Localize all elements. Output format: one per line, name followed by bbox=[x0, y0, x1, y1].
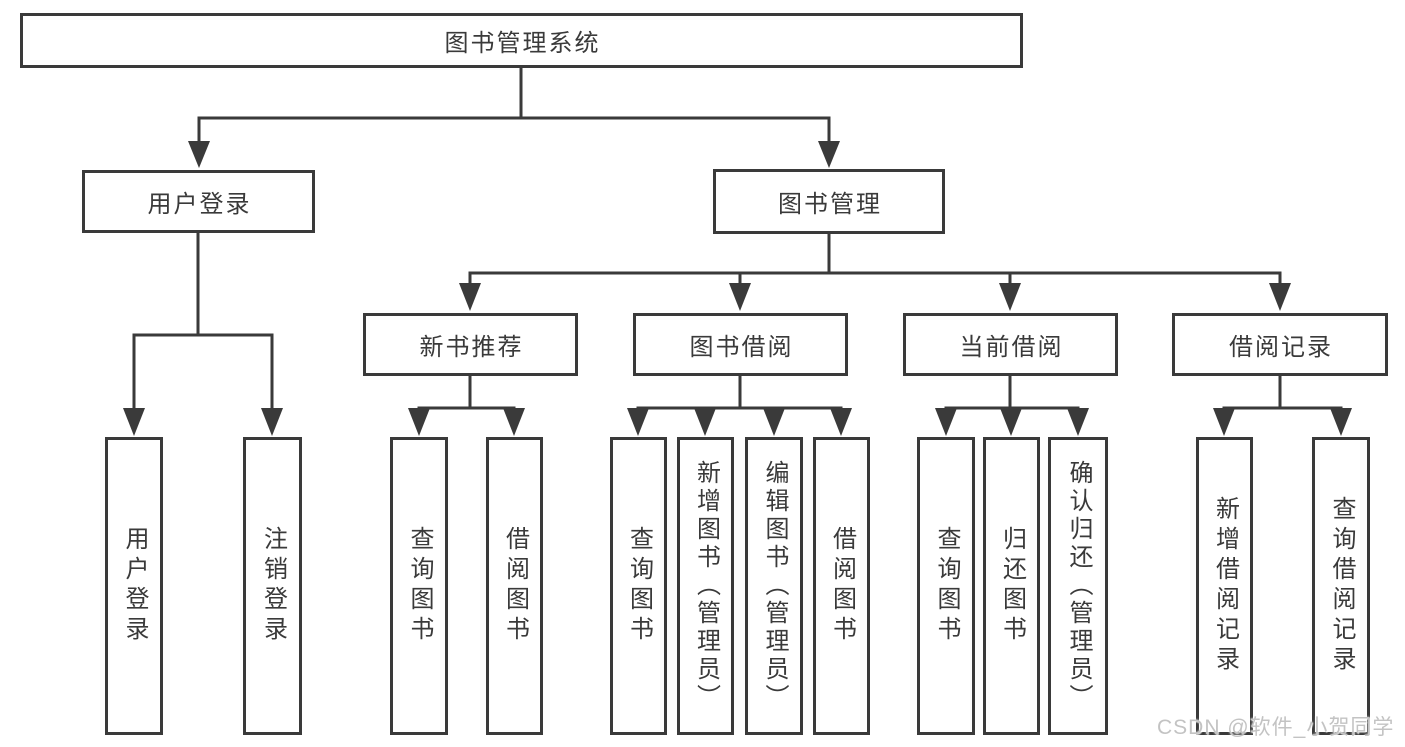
node-borrow-records-label: 借阅记录 bbox=[1229, 334, 1333, 361]
node-book-management: 图书管理 bbox=[713, 169, 945, 234]
leaf-query-borrow-record-label: 查询借阅记录 bbox=[1328, 496, 1355, 676]
leaf-query-book-new-label: 查询图书 bbox=[406, 526, 433, 646]
node-book-management-label: 图书管理 bbox=[778, 191, 882, 218]
watermark-text: CSDN @软件_小贺同学 bbox=[1157, 716, 1395, 739]
leaf-confirm-return-admin-label: 确认归还（管理员） bbox=[1065, 460, 1092, 712]
leaf-query-borrow-record: 查询借阅记录 bbox=[1312, 437, 1370, 735]
leaf-add-borrow-record-label: 新增借阅记录 bbox=[1211, 496, 1239, 676]
node-root-label: 图书管理系统 bbox=[444, 30, 601, 57]
leaf-confirm-return-admin: 确认归还（管理员） bbox=[1048, 437, 1108, 735]
leaf-add-borrow-record: 新增借阅记录 bbox=[1196, 437, 1253, 735]
node-new-book-recommend-label: 新书推荐 bbox=[419, 334, 524, 361]
leaf-query-book-new: 查询图书 bbox=[390, 437, 448, 735]
leaf-borrow-book-new: 借阅图书 bbox=[486, 437, 543, 735]
leaf-user-login-label: 用户登录 bbox=[121, 526, 148, 646]
leaf-query-book-borrow: 查询图书 bbox=[610, 437, 667, 735]
leaf-add-book-admin: 新增图书（管理员） bbox=[677, 437, 734, 735]
leaf-borrow-book-new-label: 借阅图书 bbox=[501, 526, 529, 646]
node-book-borrow-label: 图书借阅 bbox=[689, 334, 794, 361]
node-current-borrow-label: 当前借阅 bbox=[959, 334, 1064, 361]
leaf-return-book-label: 归还图书 bbox=[998, 526, 1026, 646]
leaf-query-book-borrow-label: 查询图书 bbox=[625, 526, 653, 646]
node-book-borrow: 图书借阅 bbox=[633, 313, 848, 376]
node-borrow-records: 借阅记录 bbox=[1172, 313, 1388, 376]
leaf-edit-book-admin: 编辑图书（管理员） bbox=[745, 437, 803, 735]
leaf-logout: 注销登录 bbox=[243, 437, 302, 735]
leaf-query-book-current: 查询图书 bbox=[917, 437, 975, 735]
node-root: 图书管理系统 bbox=[20, 13, 1023, 68]
node-new-book-recommend: 新书推荐 bbox=[363, 313, 578, 376]
leaf-logout-label: 注销登录 bbox=[259, 526, 287, 646]
node-user-login: 用户登录 bbox=[82, 170, 315, 233]
leaf-edit-book-admin-label: 编辑图书（管理员） bbox=[761, 460, 788, 712]
leaf-add-book-admin-label: 新增图书（管理员） bbox=[692, 460, 720, 712]
leaf-user-login: 用户登录 bbox=[105, 437, 163, 735]
leaf-query-book-current-label: 查询图书 bbox=[933, 526, 960, 646]
leaf-borrow-book-borrow: 借阅图书 bbox=[813, 437, 870, 735]
arrowheads bbox=[123, 141, 1352, 436]
node-user-login-label: 用户登录 bbox=[147, 191, 252, 218]
node-current-borrow: 当前借阅 bbox=[903, 313, 1118, 376]
leaf-return-book: 归还图书 bbox=[983, 437, 1040, 735]
leaf-borrow-book-borrow-label: 借阅图书 bbox=[828, 526, 856, 646]
